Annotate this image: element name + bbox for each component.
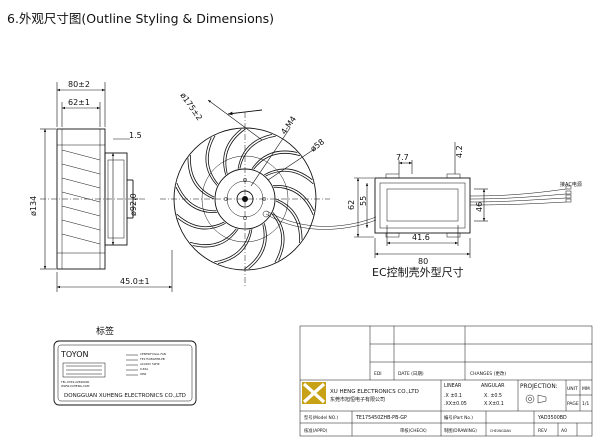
side-view-dimensions: 80±2 62±1 1.5 ø134 ø92.0 45.0±1: [29, 80, 173, 292]
impeller-blade: [275, 198, 303, 240]
unit-label: UNIT: [567, 386, 578, 392]
front-view: [160, 112, 330, 286]
impeller-blade: [272, 185, 315, 212]
controller-caption: EC控制壳外型尺寸: [372, 265, 464, 279]
impeller-blade: [264, 168, 313, 181]
nameplate: TOYON CENTRIFUGAL FAN TE175450ZHB-PB AC2…: [53, 340, 197, 406]
impeller-blade: [251, 150, 298, 170]
dim-92: ø92.0: [129, 193, 138, 216]
dim-175: ø175±2: [178, 91, 204, 122]
model-no-value: TE175450ZHB-PB-GP: [355, 415, 407, 421]
part-no-label: 编号(Part No.): [444, 414, 473, 421]
nameplate-power: 90W: [140, 372, 147, 376]
changes-col-label: CHANGES (更改): [470, 370, 506, 377]
impeller-blade: [237, 134, 273, 169]
impeller-blade: [272, 212, 285, 261]
impeller-blades: [175, 128, 315, 270]
dim-1-5: 1.5: [129, 131, 142, 140]
impeller-blade: [190, 154, 215, 198]
impeller-blade: [239, 135, 276, 169]
nameplate-brand: TOYON: [60, 350, 88, 359]
angular-tol-1: X. ±0.5: [484, 393, 502, 399]
impeller-blade: [265, 170, 314, 185]
dim-46: 46: [475, 202, 484, 212]
dim-4-2: 4.2: [455, 145, 464, 158]
unit-value: MM: [582, 386, 590, 392]
impeller-blade: [192, 228, 239, 248]
impeller-blade: [244, 224, 265, 270]
controller-dimensions: 7.7 4.2 62 55 46 41.6 80: [347, 142, 488, 266]
side-view: [40, 128, 145, 270]
dim-m4: 4-M4: [279, 115, 298, 137]
page-label: PAGE: [567, 401, 579, 407]
impeller-blade: [176, 213, 225, 228]
dim-80: 80±2: [68, 80, 90, 89]
impeller-blade: [253, 152, 301, 170]
nameplate-company: DONGGUAN XUHENG ELECTRONICS CO.,LTD: [64, 393, 186, 399]
impeller-blade: [187, 158, 215, 200]
approved-label: 核准(APPD): [304, 427, 328, 434]
section-title: 6.外观尺寸图(Outline Styling & Dimensions): [7, 11, 274, 26]
rev-col-label: EDI: [374, 371, 382, 377]
dim-55: 55: [359, 196, 368, 206]
company-name-en: XU HENG ELECTRONICS CO.,LTD: [330, 389, 419, 395]
impeller-blade: [273, 186, 314, 216]
dim-45: 45.0±1: [120, 277, 150, 286]
impeller-blade: [275, 200, 300, 244]
linear-tol-2: .XX±0.05: [444, 401, 467, 407]
dim-62-box: 62: [347, 200, 356, 210]
checked-label: 审核(CHECK): [400, 427, 427, 434]
dim-41-6: 41.6: [412, 233, 430, 242]
nameplate-web: WWW.XUHENG.COM: [61, 384, 90, 388]
impeller-blade: [225, 128, 246, 174]
part-no-value: YAD3500BD: [537, 415, 567, 421]
projection-symbol-icon: [525, 394, 547, 404]
dim-7-7: 7.7: [396, 153, 409, 162]
dim-58: ø58: [309, 137, 326, 153]
impeller-blade: [176, 182, 217, 212]
linear-tol-1: .X ±0.1: [444, 393, 462, 399]
impeller-blade: [177, 217, 226, 230]
drawing-value: CHEUNGDAN: [490, 429, 511, 433]
rev-label: REV: [538, 428, 548, 434]
dim-80-box: 80: [418, 257, 428, 266]
rotation-arrow: [227, 109, 263, 116]
nameplate-type: CENTRIFUGAL FAN: [140, 352, 166, 356]
dim-134: ø134: [29, 196, 38, 216]
angular-tol-2: X.X±0.1: [484, 401, 504, 407]
impeller-blade: [189, 228, 237, 246]
model-no-label: 型号(Model NO.): [304, 414, 338, 421]
impeller-blade: [248, 223, 267, 270]
nameplate-model: TE175450ZHB-PB: [139, 357, 165, 361]
impeller-blade: [217, 229, 253, 264]
drawing-label: 制图(DRAWING): [444, 427, 477, 434]
front-view-dimensions: ø175±2 4-M4 ø58: [178, 91, 326, 187]
dim-62: 62±1: [68, 98, 90, 107]
cable: [265, 213, 377, 230]
rev-value: A0: [561, 428, 567, 434]
impeller-blade: [207, 135, 219, 185]
impeller-blade: [175, 186, 218, 213]
company-name-cn: 东莞市旭恒电子有限公司: [330, 396, 385, 403]
page-value: 1/1: [582, 401, 589, 407]
controller-box: 接AC电源: [374, 173, 582, 238]
nameplate-tel: TEL:0769-22690000: [60, 380, 90, 384]
date-col-label: DATE (日期): [398, 371, 424, 377]
angular-label: ANGULAR: [481, 383, 505, 389]
title-block: EDI DATE (日期) CHANGES (更改) XU HENG ELECT…: [299, 325, 593, 437]
impeller-blade: [214, 229, 251, 263]
wire-label: 接AC电源: [560, 181, 582, 188]
projection-label: PROJECTION:: [520, 384, 558, 390]
linear-label: LINEAR: [444, 383, 462, 389]
impeller-blade: [271, 213, 283, 263]
impeller-blade: [223, 128, 242, 175]
nameplate-current: 0.65A: [140, 367, 148, 371]
nameplate-voltage: AC220V 50HZ: [140, 362, 160, 366]
nameplate-title: 标签: [96, 325, 114, 337]
impeller-blade: [205, 137, 218, 186]
